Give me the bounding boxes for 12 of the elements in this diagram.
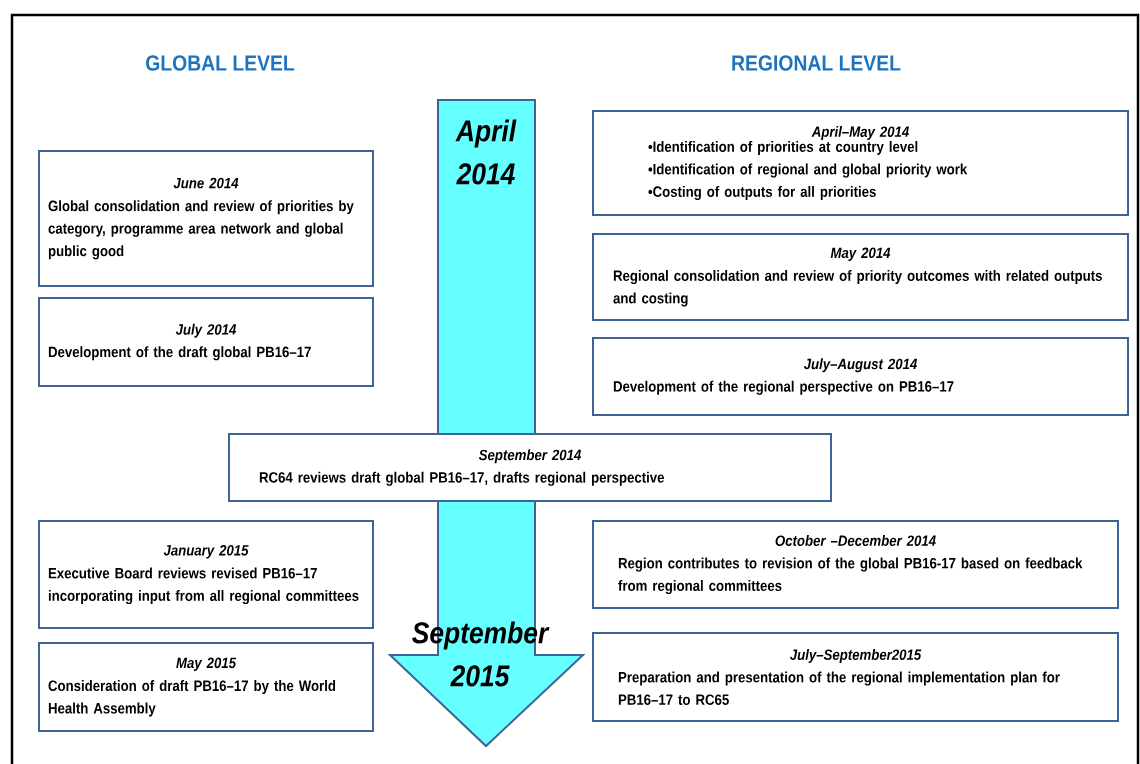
event-box: May 2015 Consideration of draft PB16–17 by the World Health Assembly — [38, 642, 374, 732]
column-heading: REGIONAL LEVEL — [732, 55, 901, 71]
column-heading: GLOBAL LEVEL — [146, 55, 295, 71]
event-box: July–September2015 Preparation and presentation of the regional implementation plan for PB16–17 to RC65 — [592, 632, 1119, 722]
event-box: September 2014 RC64 reviews draft global PB16–17, drafts regional perspective — [228, 433, 832, 502]
event-box: June 2014 Global consolidation and review of priorities by category, programme area network and global public good — [38, 150, 374, 287]
event-box: July 2014 Development of the draft global PB16–17 — [38, 297, 374, 387]
event-box: May 2014 Regional consolidation and review of priority outcomes with related outputs and costing — [592, 233, 1129, 321]
event-box: October –December 2014 Region contributes to revision of the global PB16-17 based on feedback from regional committees — [592, 520, 1119, 609]
event-box: January 2015 Executive Board reviews revised PB16–17 incorporating input from all regional committees — [38, 520, 374, 629]
event-box: July–August 2014 Development of the regional perspective on PB16–17 — [592, 337, 1129, 416]
event-box: April–May 2014 •Identification of priorities at country level •Identification of regional and global priority work •Costing of outputs for all priorities — [592, 110, 1129, 216]
